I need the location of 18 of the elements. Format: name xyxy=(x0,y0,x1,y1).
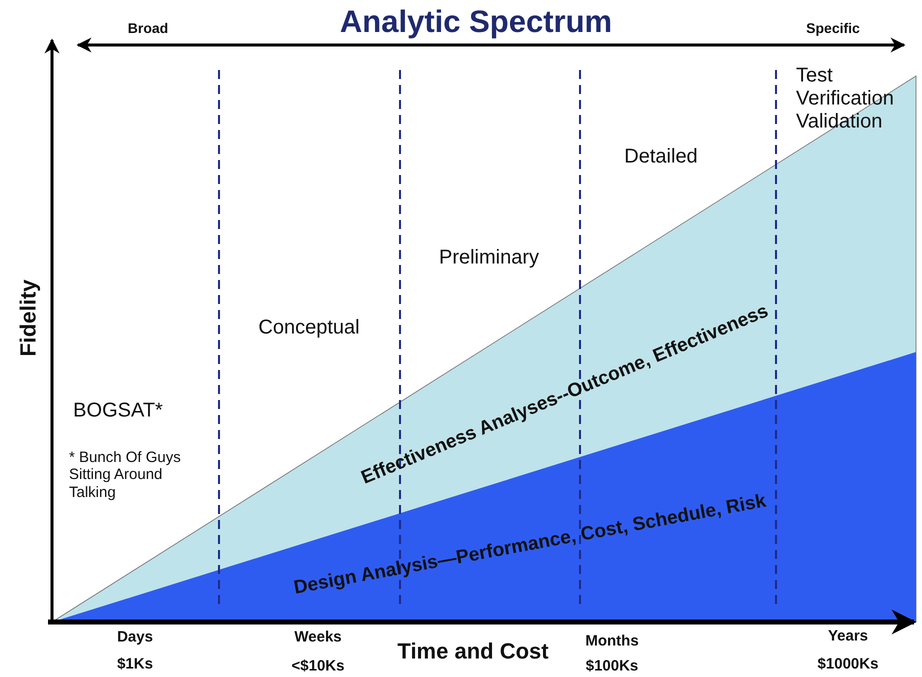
tick-label: Weeks xyxy=(294,628,342,646)
tick-label: Months xyxy=(585,632,639,650)
tick-label: Days xyxy=(117,628,153,646)
tick-label: Years xyxy=(828,627,868,645)
tick-label: $1Ks xyxy=(117,655,153,673)
scale-end-label: Broad xyxy=(128,20,168,36)
phase-label: Detailed xyxy=(624,146,698,168)
axis-title: Time and Cost xyxy=(397,638,549,664)
phase-label: Conceptual xyxy=(258,316,360,340)
title: Analytic Spectrum xyxy=(340,4,612,40)
scale-end-label: Specific xyxy=(806,20,860,36)
footnote: * Bunch Of Guys Sitting Around Talking xyxy=(69,449,182,501)
phase-label: Preliminary xyxy=(438,246,540,270)
tick-label: <$10Ks xyxy=(292,657,344,675)
tick-label: $100Ks xyxy=(586,657,638,675)
phase-label: BOGSAT* xyxy=(73,400,163,422)
tick-label: $1000Ks xyxy=(818,655,878,673)
axis-title: Fidelity xyxy=(15,280,41,356)
